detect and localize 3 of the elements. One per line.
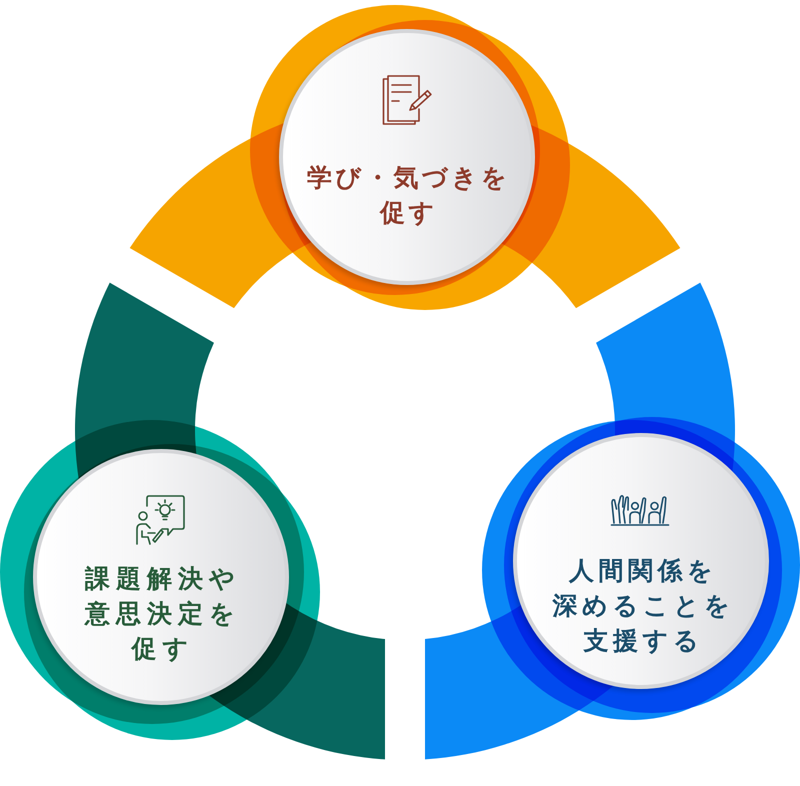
node-label: 課題解決や意思決定を促す	[83, 562, 242, 664]
node-label: 学び・気づきを促す	[306, 162, 511, 228]
node-label: 人間関係を深めることを支援する	[552, 554, 734, 656]
